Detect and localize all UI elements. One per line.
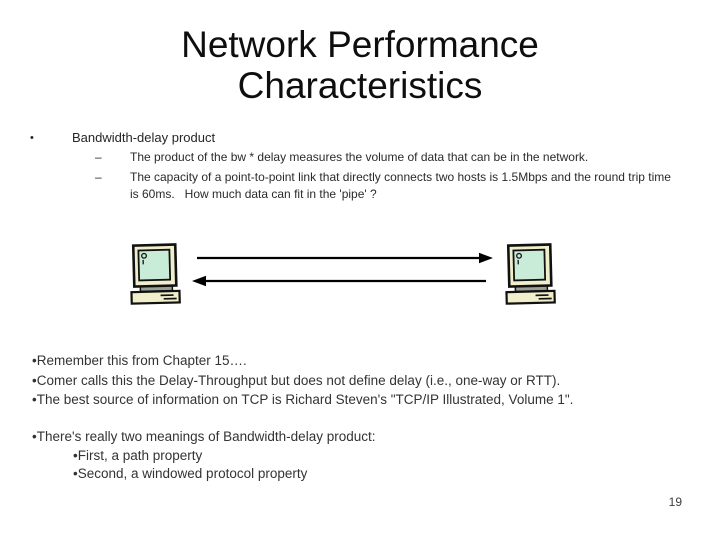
notes-paragraph-1: •Remember this from Chapter 15…. •Comer …	[0, 351, 710, 410]
slide-title: Network Performance Characteristics	[0, 24, 720, 106]
dash-marker: –	[95, 169, 102, 184]
bullet-marker: •	[30, 132, 34, 144]
dash-marker: –	[95, 150, 102, 164]
note-line: •There's really two meanings of Bandwidt…	[32, 429, 376, 444]
bullet-item-main: • Bandwidth-delay product	[0, 129, 700, 147]
note-line: •The best source of information on TCP i…	[32, 392, 574, 407]
arrow-left-icon	[192, 275, 486, 287]
slide-title-line1: Network Performance	[181, 24, 539, 65]
bullet-text: The capacity of a point-to-point link th…	[130, 169, 675, 202]
note-line: •Second, a windowed protocol property	[73, 466, 308, 481]
note-line: •First, a path property	[73, 447, 203, 463]
note-line: •Remember this from Chapter 15….	[32, 353, 247, 368]
arrow-right-icon	[197, 252, 493, 264]
computer-icon	[127, 243, 185, 311]
bullet-text: Bandwidth-delay product	[72, 130, 216, 145]
page-number: 19	[668, 495, 682, 509]
bullet-item-sub: – The product of the bw * delay measures…	[0, 149, 700, 167]
slide-title-line2: Characteristics	[237, 65, 483, 106]
link-arrows	[192, 252, 493, 287]
bullet-list: • Bandwidth-delay product – The product …	[0, 129, 700, 204]
computer-icon	[502, 243, 560, 311]
network-diagram	[0, 240, 720, 312]
bullet-text: The product of the bw * delay measures t…	[130, 150, 589, 164]
bullet-item-sub: – The capacity of a point-to-point link …	[0, 169, 700, 204]
notes-paragraph-2: •There's really two meanings of Bandwidt…	[0, 428, 710, 484]
note-line: •Comer calls this the Delay-Throughput b…	[32, 372, 561, 388]
